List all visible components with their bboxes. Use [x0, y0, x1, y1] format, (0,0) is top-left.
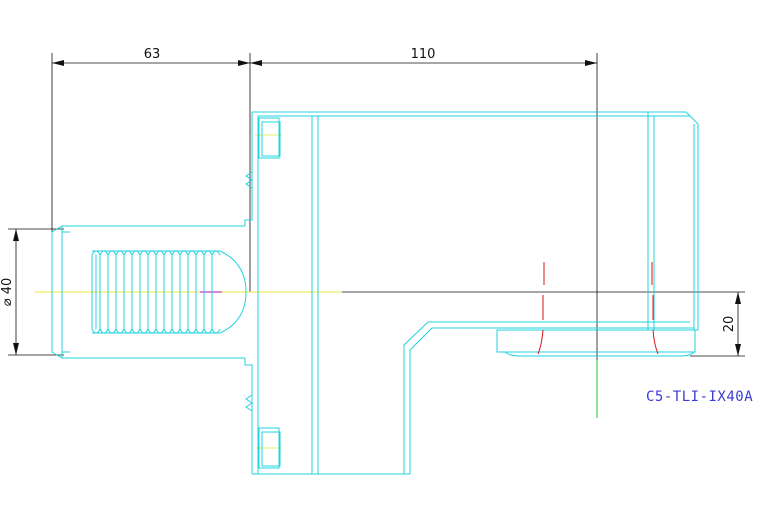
arrowhead — [13, 229, 19, 241]
clamp-block — [496, 329, 696, 353]
arrowhead — [735, 292, 741, 304]
arrowhead — [250, 60, 262, 66]
collar-notch-bottom — [245, 394, 253, 412]
shank-outline — [51, 225, 245, 359]
collar-outline — [244, 111, 686, 226]
hidden-lines — [537, 262, 659, 355]
body-right-edge — [685, 111, 699, 331]
arrowhead — [238, 60, 250, 66]
shank-rounded-end — [219, 250, 247, 334]
part-number-label: C5-TLI-IX40A — [646, 389, 753, 405]
dimension-label-20: 20 — [722, 316, 737, 333]
body-plate — [257, 115, 319, 475]
body-lower-step — [318, 327, 694, 475]
bolt-head-bottom-inner — [261, 431, 281, 467]
dimension-lines — [8, 53, 745, 360]
collar-bottom — [244, 358, 253, 474]
serration-grooves — [95, 255, 213, 329]
bolt-head-bottom — [258, 427, 280, 469]
serration-bottom — [91, 327, 221, 334]
serration-top — [91, 250, 221, 257]
arrowhead — [13, 343, 19, 355]
clamp-base — [504, 351, 695, 357]
bolt-head-top — [258, 117, 280, 159]
collar-notch-top — [245, 171, 253, 189]
dimension-label-110: 110 — [411, 47, 436, 62]
body-lower-step-inner — [403, 321, 690, 474]
arrowhead — [52, 60, 64, 66]
tool-holder-outline — [51, 111, 699, 475]
dimension-label-63: 63 — [144, 47, 161, 62]
arrowhead — [735, 344, 741, 356]
bolt-head-top-inner — [261, 121, 281, 157]
dimension-label-diameter: ⌀ 40 — [0, 278, 15, 307]
arrowhead — [585, 60, 597, 66]
